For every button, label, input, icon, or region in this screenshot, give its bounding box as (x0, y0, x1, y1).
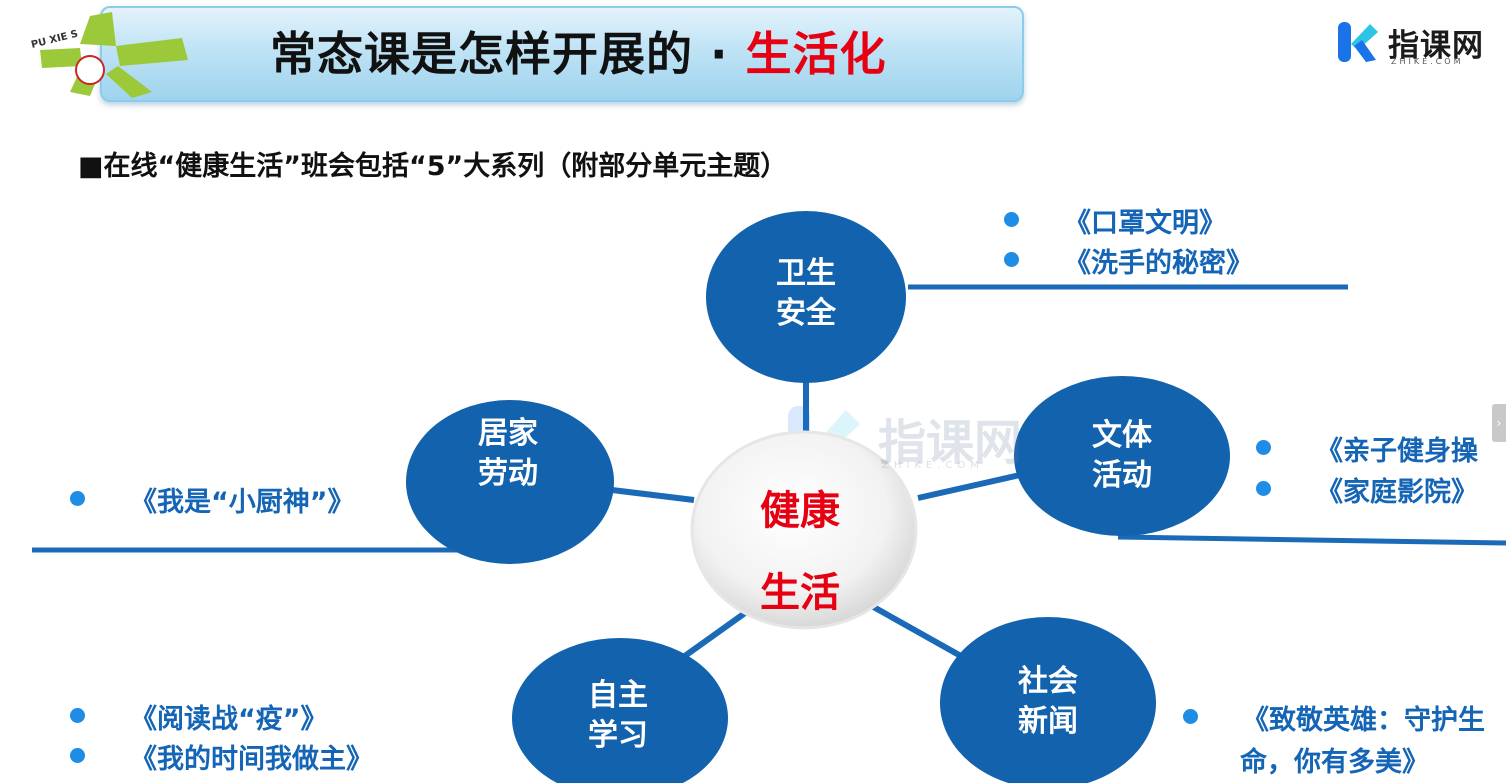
bullet-icon (1256, 440, 1271, 455)
node-sports (1014, 376, 1230, 536)
bullet-icon (1256, 481, 1271, 496)
topic-study-2: 《我的时间我做主》 (130, 744, 373, 775)
node-study-label: 自主 学习 (558, 676, 678, 756)
bullet-icon (1004, 212, 1019, 227)
brand-logo-icon (1338, 22, 1378, 62)
node-hygiene (706, 211, 906, 383)
connector-sports (917, 472, 1021, 501)
brand-name: 指课网 (1388, 28, 1484, 64)
node-hygiene-label: 卫生 安全 (746, 254, 866, 334)
bullet-icon (1183, 709, 1198, 724)
node-housework-line1: 居家 (478, 416, 538, 451)
node-news-line1: 社会 (1018, 664, 1078, 699)
topic-sports-1: 《亲子健身操 (1316, 436, 1478, 467)
subtitle: ■在线“健康生活”班会包括“5”大系列（附部分单元主题） (78, 151, 788, 182)
topic-hygiene-1: 《口罩文明》 (1064, 208, 1226, 239)
bullet-icon (70, 708, 85, 723)
watermark-text: 指课网 (878, 415, 1023, 471)
node-news-label: 社会 新闻 (988, 662, 1108, 742)
bullet-icon (70, 491, 85, 506)
topic-news-1: 《致敬英雄：守护生 (1242, 705, 1485, 736)
node-hygiene-line2: 安全 (776, 296, 836, 331)
node-sports-line2: 活动 (1092, 458, 1152, 493)
connector-news (868, 602, 970, 663)
node-housework-label: 居家 劳动 (448, 414, 568, 494)
sports-baseline (1117, 534, 1506, 546)
bullet-icon (70, 748, 85, 763)
node-housework (406, 400, 614, 564)
connector-housework (611, 487, 695, 503)
title-highlight: 生活化 (745, 27, 887, 81)
node-hygiene-line1: 卫生 (776, 256, 836, 291)
node-news-line2: 新闻 (1018, 704, 1078, 739)
brand-sub: ZHIKE.COM (1391, 57, 1464, 66)
school-logo: PU XIE S (30, 12, 188, 98)
watermark-sub: ZHIKE.COM (882, 460, 984, 471)
node-study-line1: 自主 (588, 678, 648, 713)
topic-sports-2: 《家庭影院》 (1316, 477, 1478, 508)
topic-hygiene-2: 《洗手的秘密》 (1064, 248, 1253, 279)
node-sports-label: 文体 活动 (1062, 416, 1182, 496)
center-label-line1: 健康 (760, 488, 840, 534)
title-banner (100, 6, 1024, 102)
title-main: 常态课是怎样开展的 · (270, 27, 746, 81)
center-label-line2: 生活 (760, 570, 840, 616)
node-housework-line2: 劳动 (478, 456, 538, 491)
topic-housework-1: 《我是“小厨神”》 (130, 487, 355, 518)
node-study-line2: 学习 (588, 718, 648, 753)
center-node (690, 430, 918, 630)
center-label: 健康 生活 (740, 470, 860, 634)
topic-study-1: 《阅读战“疫”》 (130, 704, 328, 735)
node-news (940, 617, 1156, 783)
next-slide-button[interactable]: › (1492, 404, 1506, 442)
chevron-right-icon: › (1496, 416, 1502, 430)
node-sports-line1: 文体 (1092, 418, 1152, 453)
topic-news-2: 命，你有多美》 (1240, 747, 1429, 778)
page-title: 常态课是怎样开展的 · 生活化 (270, 18, 887, 84)
bullet-icon (1004, 252, 1019, 267)
node-study (512, 638, 728, 783)
